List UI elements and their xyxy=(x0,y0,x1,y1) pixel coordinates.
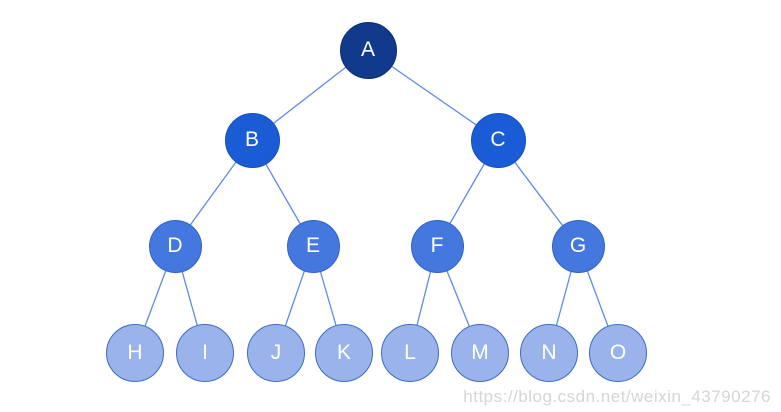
tree-node-h: H xyxy=(106,324,164,382)
tree-node-label: C xyxy=(490,128,506,151)
tree-node-label: A xyxy=(360,38,375,61)
tree-node-label: H xyxy=(127,341,143,364)
tree-node-n: N xyxy=(520,324,578,382)
tree-node-label: N xyxy=(541,341,557,364)
tree-node-label: B xyxy=(244,128,259,151)
tree-node-label: J xyxy=(270,341,282,364)
tree-node-label: E xyxy=(305,234,320,257)
tree-node-f: F xyxy=(410,219,464,273)
tree-node-c: C xyxy=(470,112,526,168)
tree-node-j: J xyxy=(247,324,305,382)
tree-node-d: D xyxy=(148,219,202,273)
tree-node-k: K xyxy=(315,324,373,382)
tree-node-label: G xyxy=(569,234,587,257)
tree-node-g: G xyxy=(551,219,605,273)
tree-node-label: F xyxy=(430,234,444,257)
tree-node-l: L xyxy=(381,324,439,382)
tree-node-i: I xyxy=(176,324,234,382)
tree-node-label: D xyxy=(167,234,183,257)
watermark: https://blog.csdn.net/weixin_43790276 xyxy=(463,387,771,406)
tree-node-label: I xyxy=(202,341,208,364)
tree-node-o: O xyxy=(589,324,647,382)
tree-node-label: O xyxy=(609,341,627,364)
tree-node-e: E xyxy=(286,219,340,273)
tree-node-label: L xyxy=(404,341,416,364)
tree-node-m: M xyxy=(451,324,509,382)
tree-node-label: M xyxy=(471,341,489,364)
tree-node-label: K xyxy=(336,341,351,364)
tree-node-b: B xyxy=(224,112,280,168)
tree-node-a: A xyxy=(339,21,397,79)
